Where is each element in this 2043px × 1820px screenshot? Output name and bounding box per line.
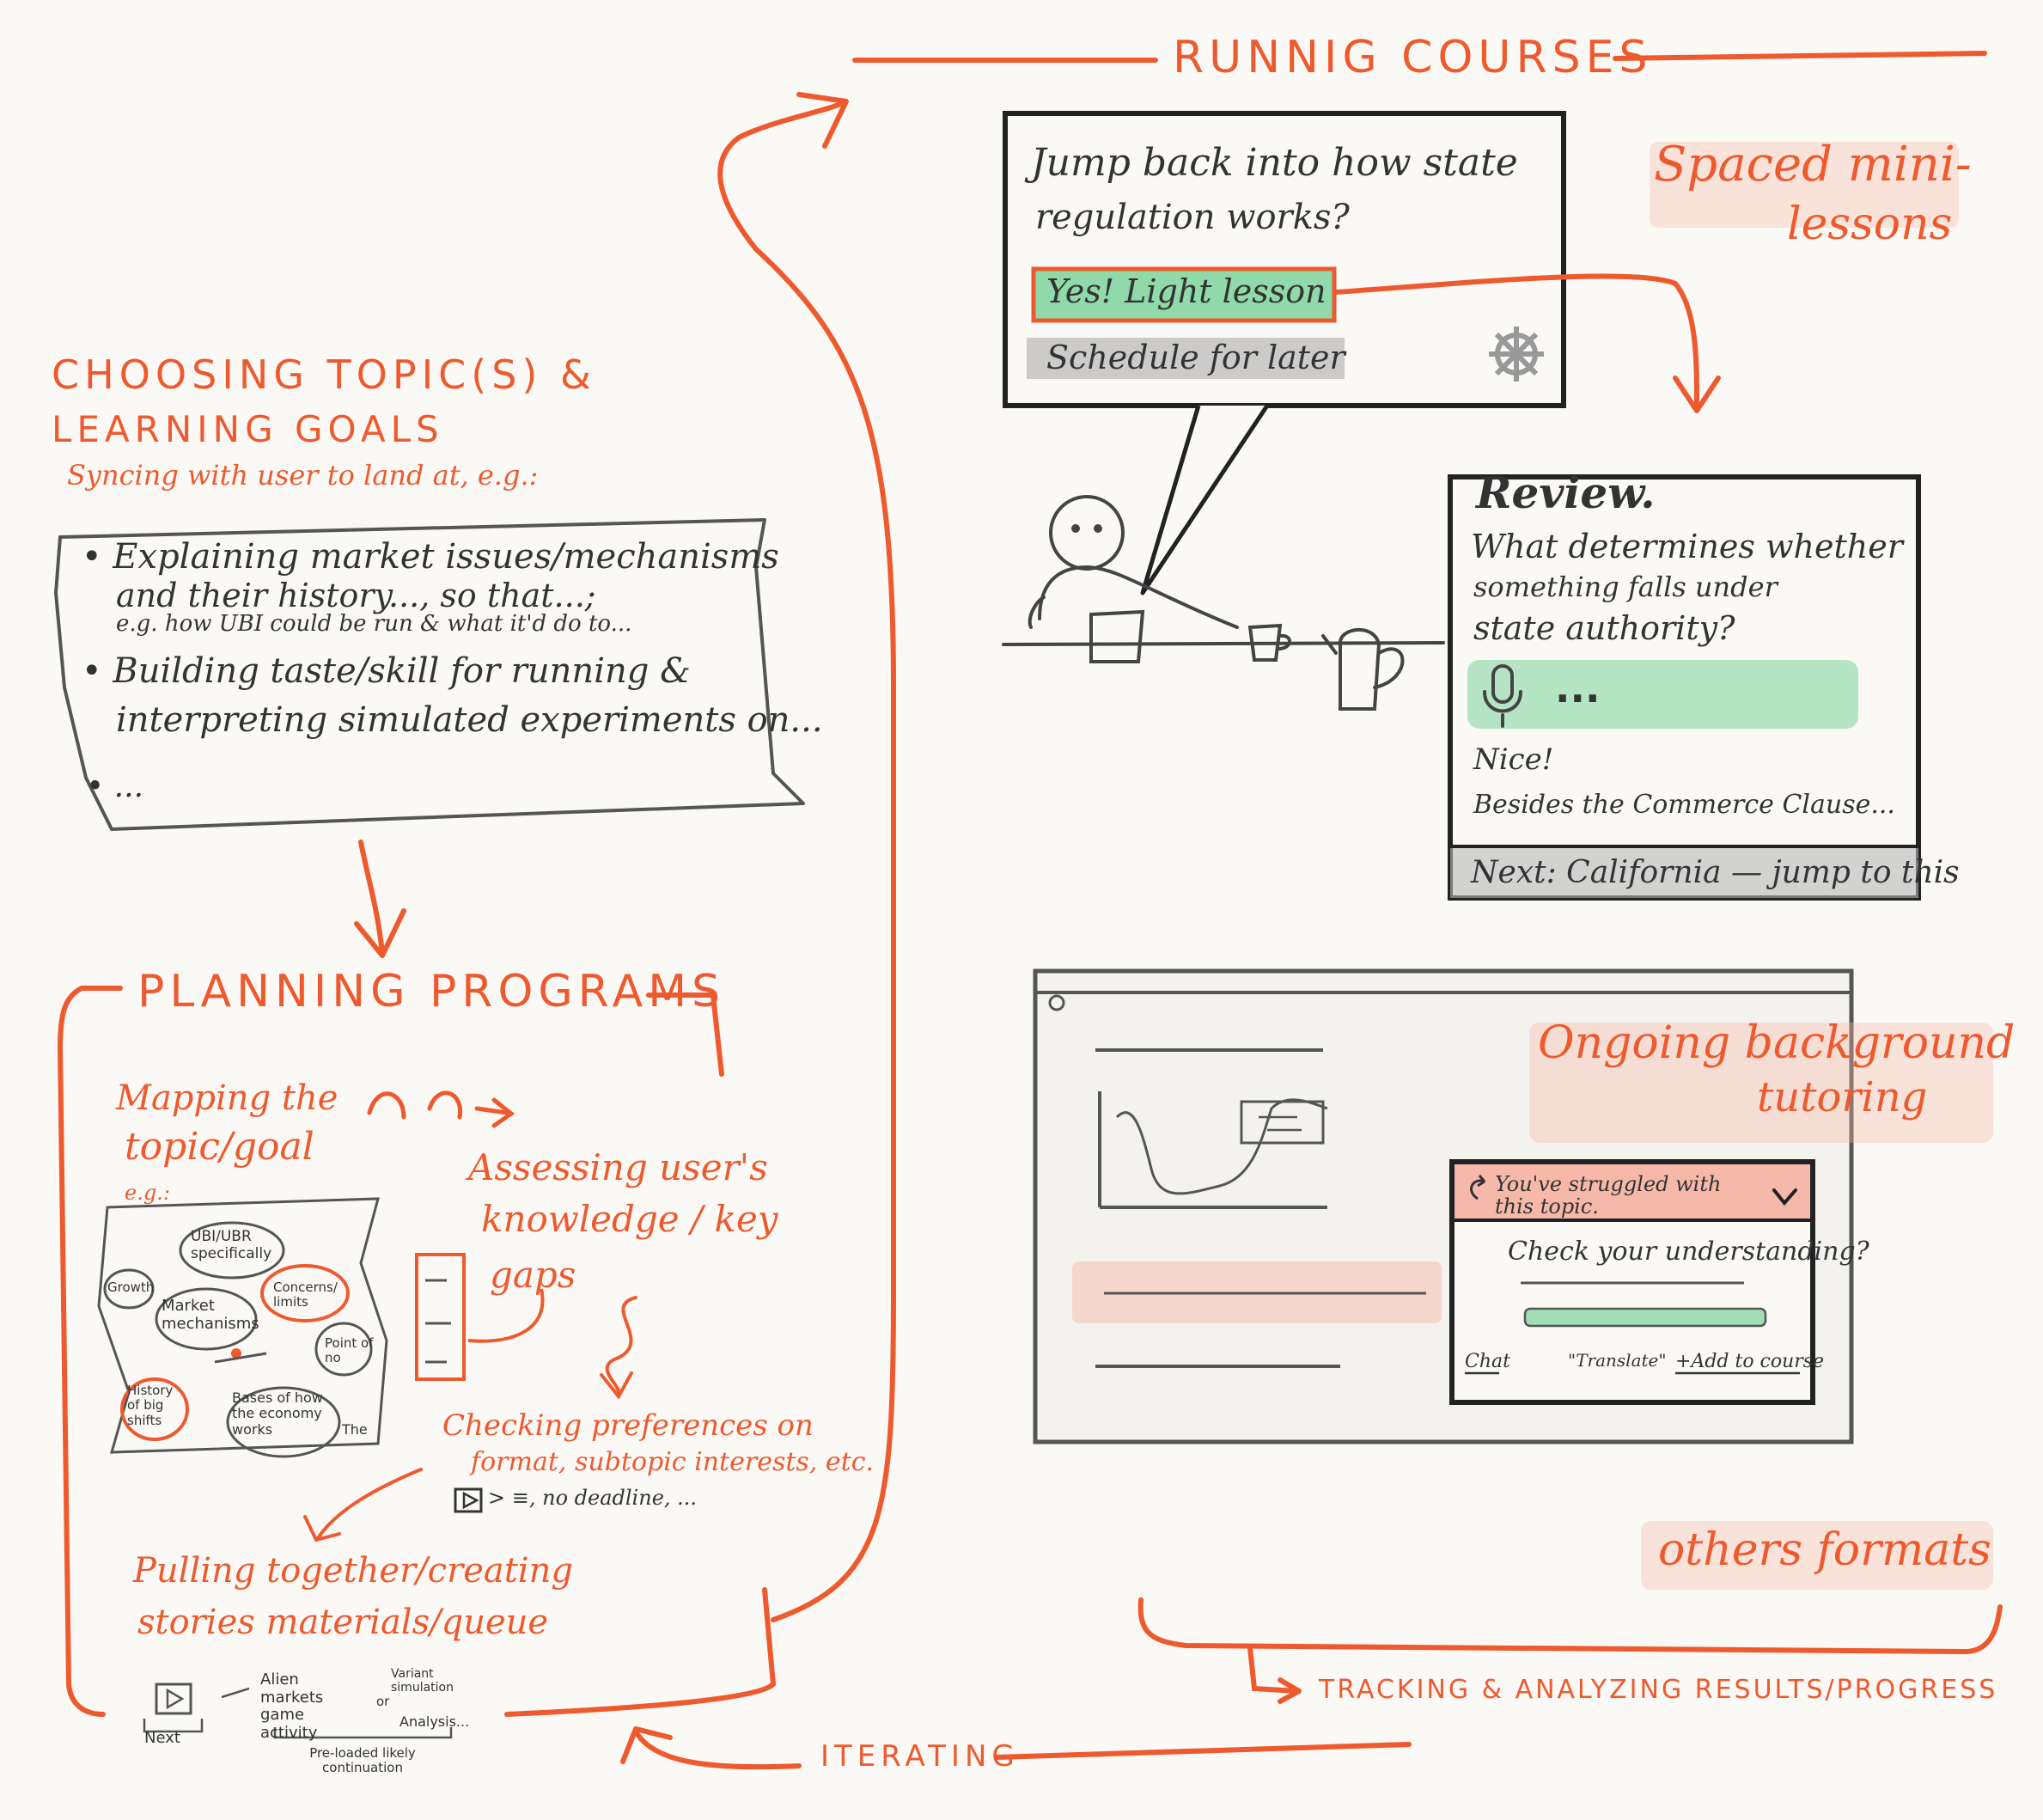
node-market: Market mechanisms (162, 1297, 259, 1333)
struggle-banner: You've struggled with this topic. (1495, 1172, 1722, 1219)
review-title: Review. (1476, 467, 1656, 518)
gear-icon (1489, 327, 1544, 382)
goal-line-4: • Building taste/skill for running & (82, 651, 691, 691)
tracking-label: TRACKING & ANALYZING RESULTS/PROGRESS (1319, 1675, 1998, 1705)
choosing-subtitle: Syncing with user to land at, e.g.: (67, 459, 539, 492)
queue-or: or (376, 1694, 390, 1709)
review-feedback-2: Besides the Commerce Clause... (1473, 790, 1895, 820)
other-formats-label: others formats (1658, 1524, 1991, 1576)
mapping-line-2: topic/goal (125, 1125, 314, 1169)
pulling-line-2: stories materials/queue (137, 1603, 549, 1642)
mapping-line-1: Mapping the (116, 1078, 338, 1118)
spaced-label-2: lessons (1787, 198, 1953, 250)
chat-button[interactable]: Chat (1465, 1351, 1510, 1372)
review-question-2: something falls under (1473, 571, 1778, 603)
queue-preloaded: Pre-loaded likely continuation (309, 1745, 416, 1776)
yes-light-lesson-button[interactable]: Yes! Light lesson (1046, 272, 1326, 310)
goal-line-3: e.g. how UBI could be run & what it'd do… (116, 611, 632, 637)
node-history: History of big shifts (127, 1383, 174, 1428)
node-growth: Growth (107, 1279, 155, 1295)
check-understanding[interactable]: Check your understanding? (1508, 1237, 1869, 1267)
answer-input[interactable]: ... (1555, 665, 1601, 712)
checking-line-1: Checking preferences on (442, 1408, 814, 1443)
running-bracket (1137, 1597, 2003, 1655)
notification-prompt-2: regulation works? (1035, 198, 1350, 237)
goals-box (54, 518, 805, 831)
planning-title: PLANNING PROGRAMS (137, 966, 726, 1017)
checking-line-2: format, subtopic interests, etc. (471, 1447, 875, 1477)
node-concerns: Concerns/ limits (273, 1279, 338, 1310)
goal-line-5: interpreting simulated experiments on... (116, 700, 823, 740)
node-bases: Bases of how the economy works (232, 1389, 323, 1438)
refresh-icon (1470, 1175, 1486, 1200)
queue-alien: Alien markets game activity (260, 1670, 324, 1743)
review-question-1: What determines whether (1471, 528, 1903, 565)
queue-variant: Variant simulation (391, 1667, 454, 1695)
review-question-3: state authority? (1473, 609, 1735, 647)
add-to-course-button[interactable]: +Add to course (1675, 1351, 1825, 1372)
play-icon (454, 1487, 483, 1513)
planning-bracket (57, 986, 123, 1717)
queue-next: Next (144, 1729, 180, 1747)
schedule-later-button[interactable]: Schedule for later (1046, 339, 1345, 376)
node-ubi: UBI/UBR specifically (191, 1228, 272, 1262)
spaced-label-1: Spaced mini- (1654, 137, 1972, 192)
microphone-icon (1483, 664, 1522, 728)
tutoring-label-2: tutoring (1757, 1073, 1928, 1121)
iterating-arrow (633, 1729, 802, 1770)
tutoring-label-1: Ongoing background (1538, 1017, 2016, 1069)
loop-arrow (717, 101, 896, 1622)
choosing-title-2: LEARNING GOALS (52, 408, 444, 450)
chevron-down-icon (1772, 1188, 1797, 1206)
mapping-eg: e.g.: (125, 1181, 170, 1205)
review-feedback-1: Nice! (1473, 742, 1554, 777)
choosing-title-1: CHOOSING TOPIC(S) & (52, 351, 596, 398)
translate-button[interactable]: "Translate" (1568, 1350, 1667, 1371)
assessing-line-1: Assessing user's (468, 1146, 768, 1188)
running-courses-title: RUNNIG COURSES (1173, 32, 1653, 83)
assessing-line-3: gaps (490, 1254, 576, 1296)
checking-line-3: > ≡, no deadline, ... (488, 1486, 698, 1510)
queue-analysis: Analysis... (399, 1713, 470, 1730)
next-lesson-link[interactable]: Next: California — jump to this (1471, 855, 1960, 890)
goal-line-6: • ... (86, 769, 144, 804)
topic-map (97, 1197, 388, 1454)
pulling-line-1: Pulling together/creating (133, 1551, 573, 1591)
goal-line-1: • Explaining market issues/mechanisms (82, 537, 779, 577)
node-the: The (342, 1421, 368, 1438)
iterating-label: ITERATING (820, 1739, 1020, 1774)
notification-prompt-1: Jump back into how state (1031, 141, 1518, 185)
loop-arrow-head (796, 92, 849, 149)
goal-line-2: and their history..., so that...; (116, 577, 596, 614)
node-point: Point of no (325, 1335, 374, 1366)
assessing-line-2: knowledge / key (481, 1198, 778, 1240)
queue-play-icon (155, 1683, 192, 1715)
person-illustration (1002, 495, 1445, 711)
